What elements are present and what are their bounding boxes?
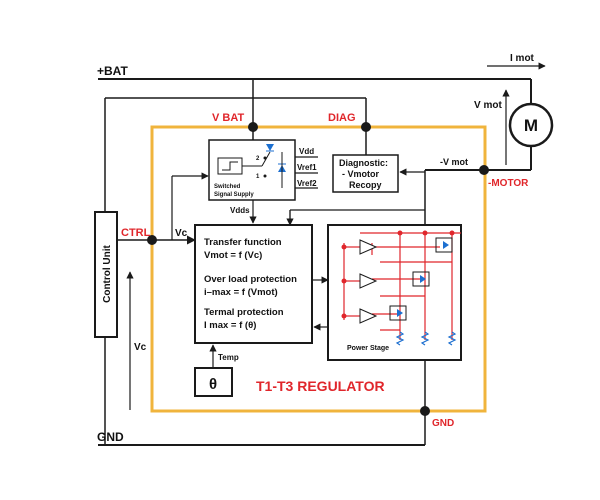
power-stage-resistors: [395, 331, 457, 346]
vref2-label: Vref2: [297, 179, 317, 188]
transfer-function-box: [194, 224, 313, 344]
op-amp-2-icon: [359, 273, 378, 289]
power-stage-nodes: [341, 230, 455, 319]
bat-label: +BAT: [97, 64, 128, 78]
vref1-label: Vref1: [297, 163, 317, 172]
control-unit-label: Control Unit: [102, 244, 113, 302]
mosfet-3-diode-icon: [397, 309, 403, 317]
diagnostic-box: [332, 154, 399, 193]
power-stage-box: [327, 224, 462, 361]
switch-num-1: 1: [256, 174, 260, 180]
vbat-label: V BAT: [212, 112, 244, 124]
mosfet-2-diode-icon: [420, 275, 426, 283]
ctrl-node: [147, 235, 157, 245]
diagnostic-label-1: Diagnostic:: [339, 158, 388, 168]
power-stage-amplifiers: [359, 239, 378, 324]
neg-motor-label: -MOTOR: [488, 178, 529, 189]
mosfet-1-diode-icon: [443, 241, 449, 249]
termal-label-1: Termal protection: [204, 307, 284, 318]
switch-contact-1: [263, 174, 267, 178]
power-stage-label: Power Stage: [347, 345, 389, 352]
ctrl-label: CTRL: [121, 227, 151, 239]
vc-left-label: Vc: [134, 342, 147, 353]
gnd-right-label: GND: [432, 418, 454, 429]
diag-label: DIAG: [328, 112, 356, 124]
resistor-1-icon: [395, 331, 405, 346]
vdds-label: Vdds: [230, 206, 250, 215]
switch-contact-2: [263, 156, 267, 160]
gnd-left-label: GND: [97, 430, 124, 444]
vc-wire-label: Vc: [175, 228, 188, 239]
overload-label-2: i–max = f (Vmot): [204, 287, 278, 298]
op-amp-3-icon: [359, 308, 378, 324]
mosfet-1-icon: [435, 237, 453, 253]
vmot-label: V mot: [474, 100, 502, 111]
imot-label: I mot: [510, 53, 535, 64]
switched-label-2: Signal Supply: [214, 192, 254, 198]
mosfet-3-icon: [389, 305, 407, 321]
diagnostic-label-2: - Vmotor: [342, 169, 379, 179]
regulator-label: T1-T3 REGULATOR: [256, 378, 385, 394]
overload-label-1: Over load protection: [204, 274, 297, 285]
neg-motor-node: [479, 165, 489, 175]
theta-box: [194, 367, 233, 397]
switch-num-2: 2: [256, 156, 260, 162]
temp-label: Temp: [218, 353, 239, 362]
regulator-border: [150, 125, 487, 413]
vbat-node: [248, 122, 258, 132]
control-unit-box: [94, 211, 118, 338]
motor-label: M: [524, 116, 538, 135]
diag-node: [361, 122, 371, 132]
diagnostic-label-3: Recopy: [349, 180, 382, 190]
mosfet-2-icon: [412, 271, 430, 287]
vdd-label: Vdd: [299, 147, 314, 156]
resistor-3-icon: [447, 331, 457, 346]
op-amp-1-icon: [359, 239, 378, 255]
neg-vmot-label: -V mot: [440, 157, 468, 167]
hysteresis-curve-icon: [222, 161, 238, 171]
resistor-2-icon: [420, 331, 430, 346]
gnd-node: [420, 406, 430, 416]
transfer-label-1: Transfer function: [204, 237, 282, 248]
diode-top-icon: [266, 144, 274, 151]
termal-label-2: I max = f (θ): [204, 320, 256, 331]
switched-label-1: Switched: [214, 184, 241, 190]
transfer-label-2: Vmot = f (Vc): [204, 250, 262, 261]
power-stage-mosfets: [389, 237, 453, 321]
theta-label: θ: [209, 376, 217, 393]
